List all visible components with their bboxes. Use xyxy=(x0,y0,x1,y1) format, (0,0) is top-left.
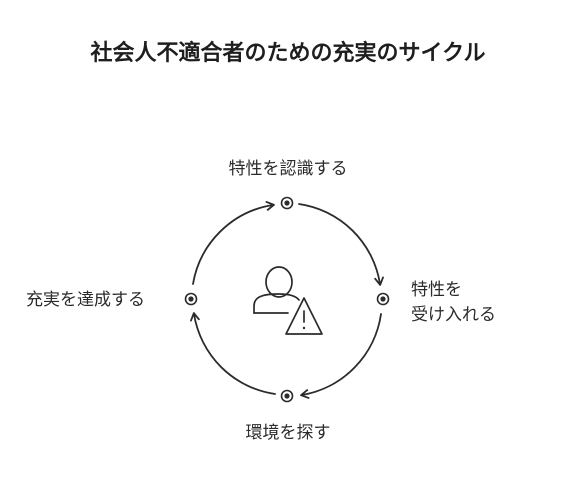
node-left xyxy=(184,292,198,306)
step-find-environment: 環境を探す xyxy=(245,423,331,443)
arrow-bottom-to-left xyxy=(190,312,276,395)
person-with-warning-icon xyxy=(253,266,323,335)
arrow-right-to-bottom xyxy=(300,313,382,399)
arrow-top-to-right xyxy=(298,203,384,286)
diagram-title: 社会人不適合者のための充実のサイクル xyxy=(90,41,486,66)
node-top xyxy=(280,196,294,210)
step-accept-traits-line2: 受け入れる xyxy=(411,305,496,325)
arrow-left-to-top xyxy=(192,201,275,285)
node-bottom xyxy=(280,389,294,403)
step-accept-traits: 特性を 受け入れる xyxy=(411,278,496,328)
warning-icon xyxy=(285,297,323,335)
node-right xyxy=(376,292,390,306)
step-accept-traits-line1: 特性を xyxy=(411,280,462,300)
step-achieve-fulfillment: 充実を達成する xyxy=(26,290,145,310)
person-icon xyxy=(253,266,300,314)
step-recognize-traits: 特性を認識する xyxy=(228,159,348,179)
